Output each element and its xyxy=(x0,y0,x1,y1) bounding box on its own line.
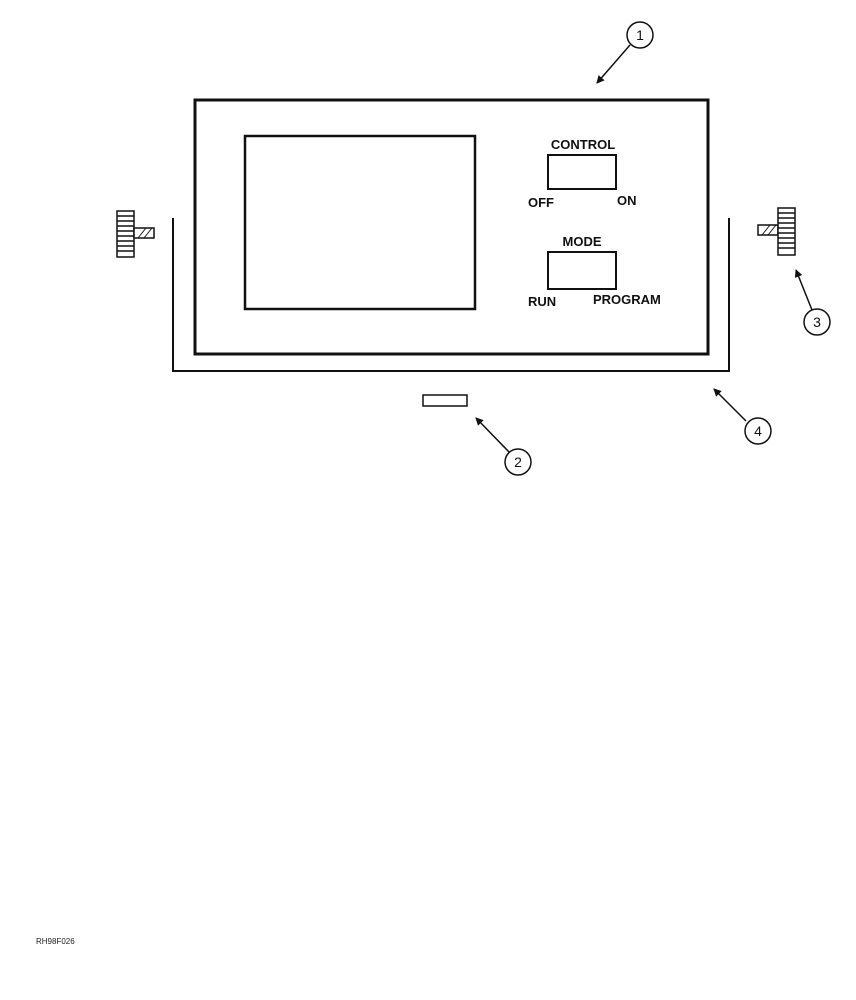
callout-3-leader xyxy=(794,269,813,311)
callout-4-leader xyxy=(713,388,747,422)
mode-switch-title: MODE xyxy=(563,234,602,249)
callout-1-number: 1 xyxy=(636,27,644,43)
callout-3: 3 xyxy=(794,269,831,336)
right-thumbscrew xyxy=(757,207,796,256)
control-switch-off-label: OFF xyxy=(528,195,554,210)
mounting-bracket xyxy=(172,218,730,372)
control-switch-title: CONTROL xyxy=(551,137,615,152)
control-switch[interactable] xyxy=(547,154,617,190)
callout-2-number: 2 xyxy=(514,454,522,470)
retaining-clip xyxy=(422,394,468,407)
callout-4: 4 xyxy=(713,388,772,445)
display-screen xyxy=(243,134,477,311)
mode-switch[interactable] xyxy=(547,251,617,290)
mode-switch-program-label: PROGRAM xyxy=(593,292,661,307)
callout-2-leader xyxy=(475,417,510,453)
mode-switch-run-label: RUN xyxy=(528,294,556,309)
callout-1: 1 xyxy=(596,21,654,84)
callout-1-leader xyxy=(596,44,631,84)
callout-4-number: 4 xyxy=(754,423,762,439)
left-thumbscrew xyxy=(116,210,155,258)
control-switch-on-label: ON xyxy=(617,193,637,208)
callout-2: 2 xyxy=(475,417,532,476)
figure-code: RH98F026 xyxy=(36,937,75,946)
callout-3-number: 3 xyxy=(813,314,821,330)
